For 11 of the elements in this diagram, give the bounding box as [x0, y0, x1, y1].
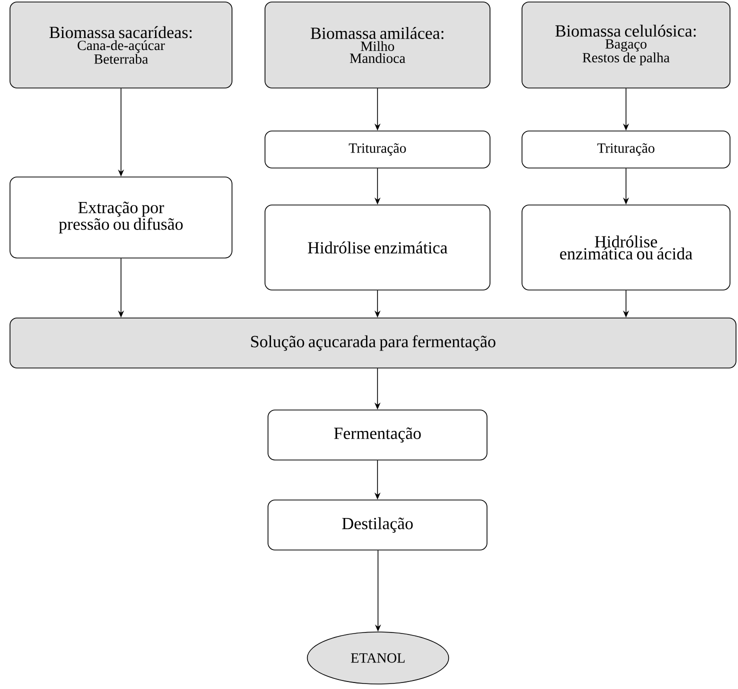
- process-box: Hidrólise enzimática ou ácida: [522, 204, 730, 290]
- process-box: Trituração: [264, 130, 490, 168]
- process-box: Fermentação: [268, 410, 488, 460]
- process-box: Trituração: [522, 130, 730, 168]
- process-box: Hidrólise enzimática: [264, 204, 490, 290]
- process-box: Destilação: [268, 500, 488, 550]
- biomass-box: Biomassa celulósica: Bagaço Restos de palha: [522, 2, 730, 88]
- biomass-box: Biomassa sacarídeas: Cana-de-açúcar Beterraba: [10, 2, 232, 88]
- process-box: Extração por pressão ou difusão: [10, 176, 232, 258]
- solution-band: Solução açucarada para fermentação: [10, 318, 736, 368]
- biomass-box: Biomassa amilácea: Milho Mandioca: [264, 2, 490, 88]
